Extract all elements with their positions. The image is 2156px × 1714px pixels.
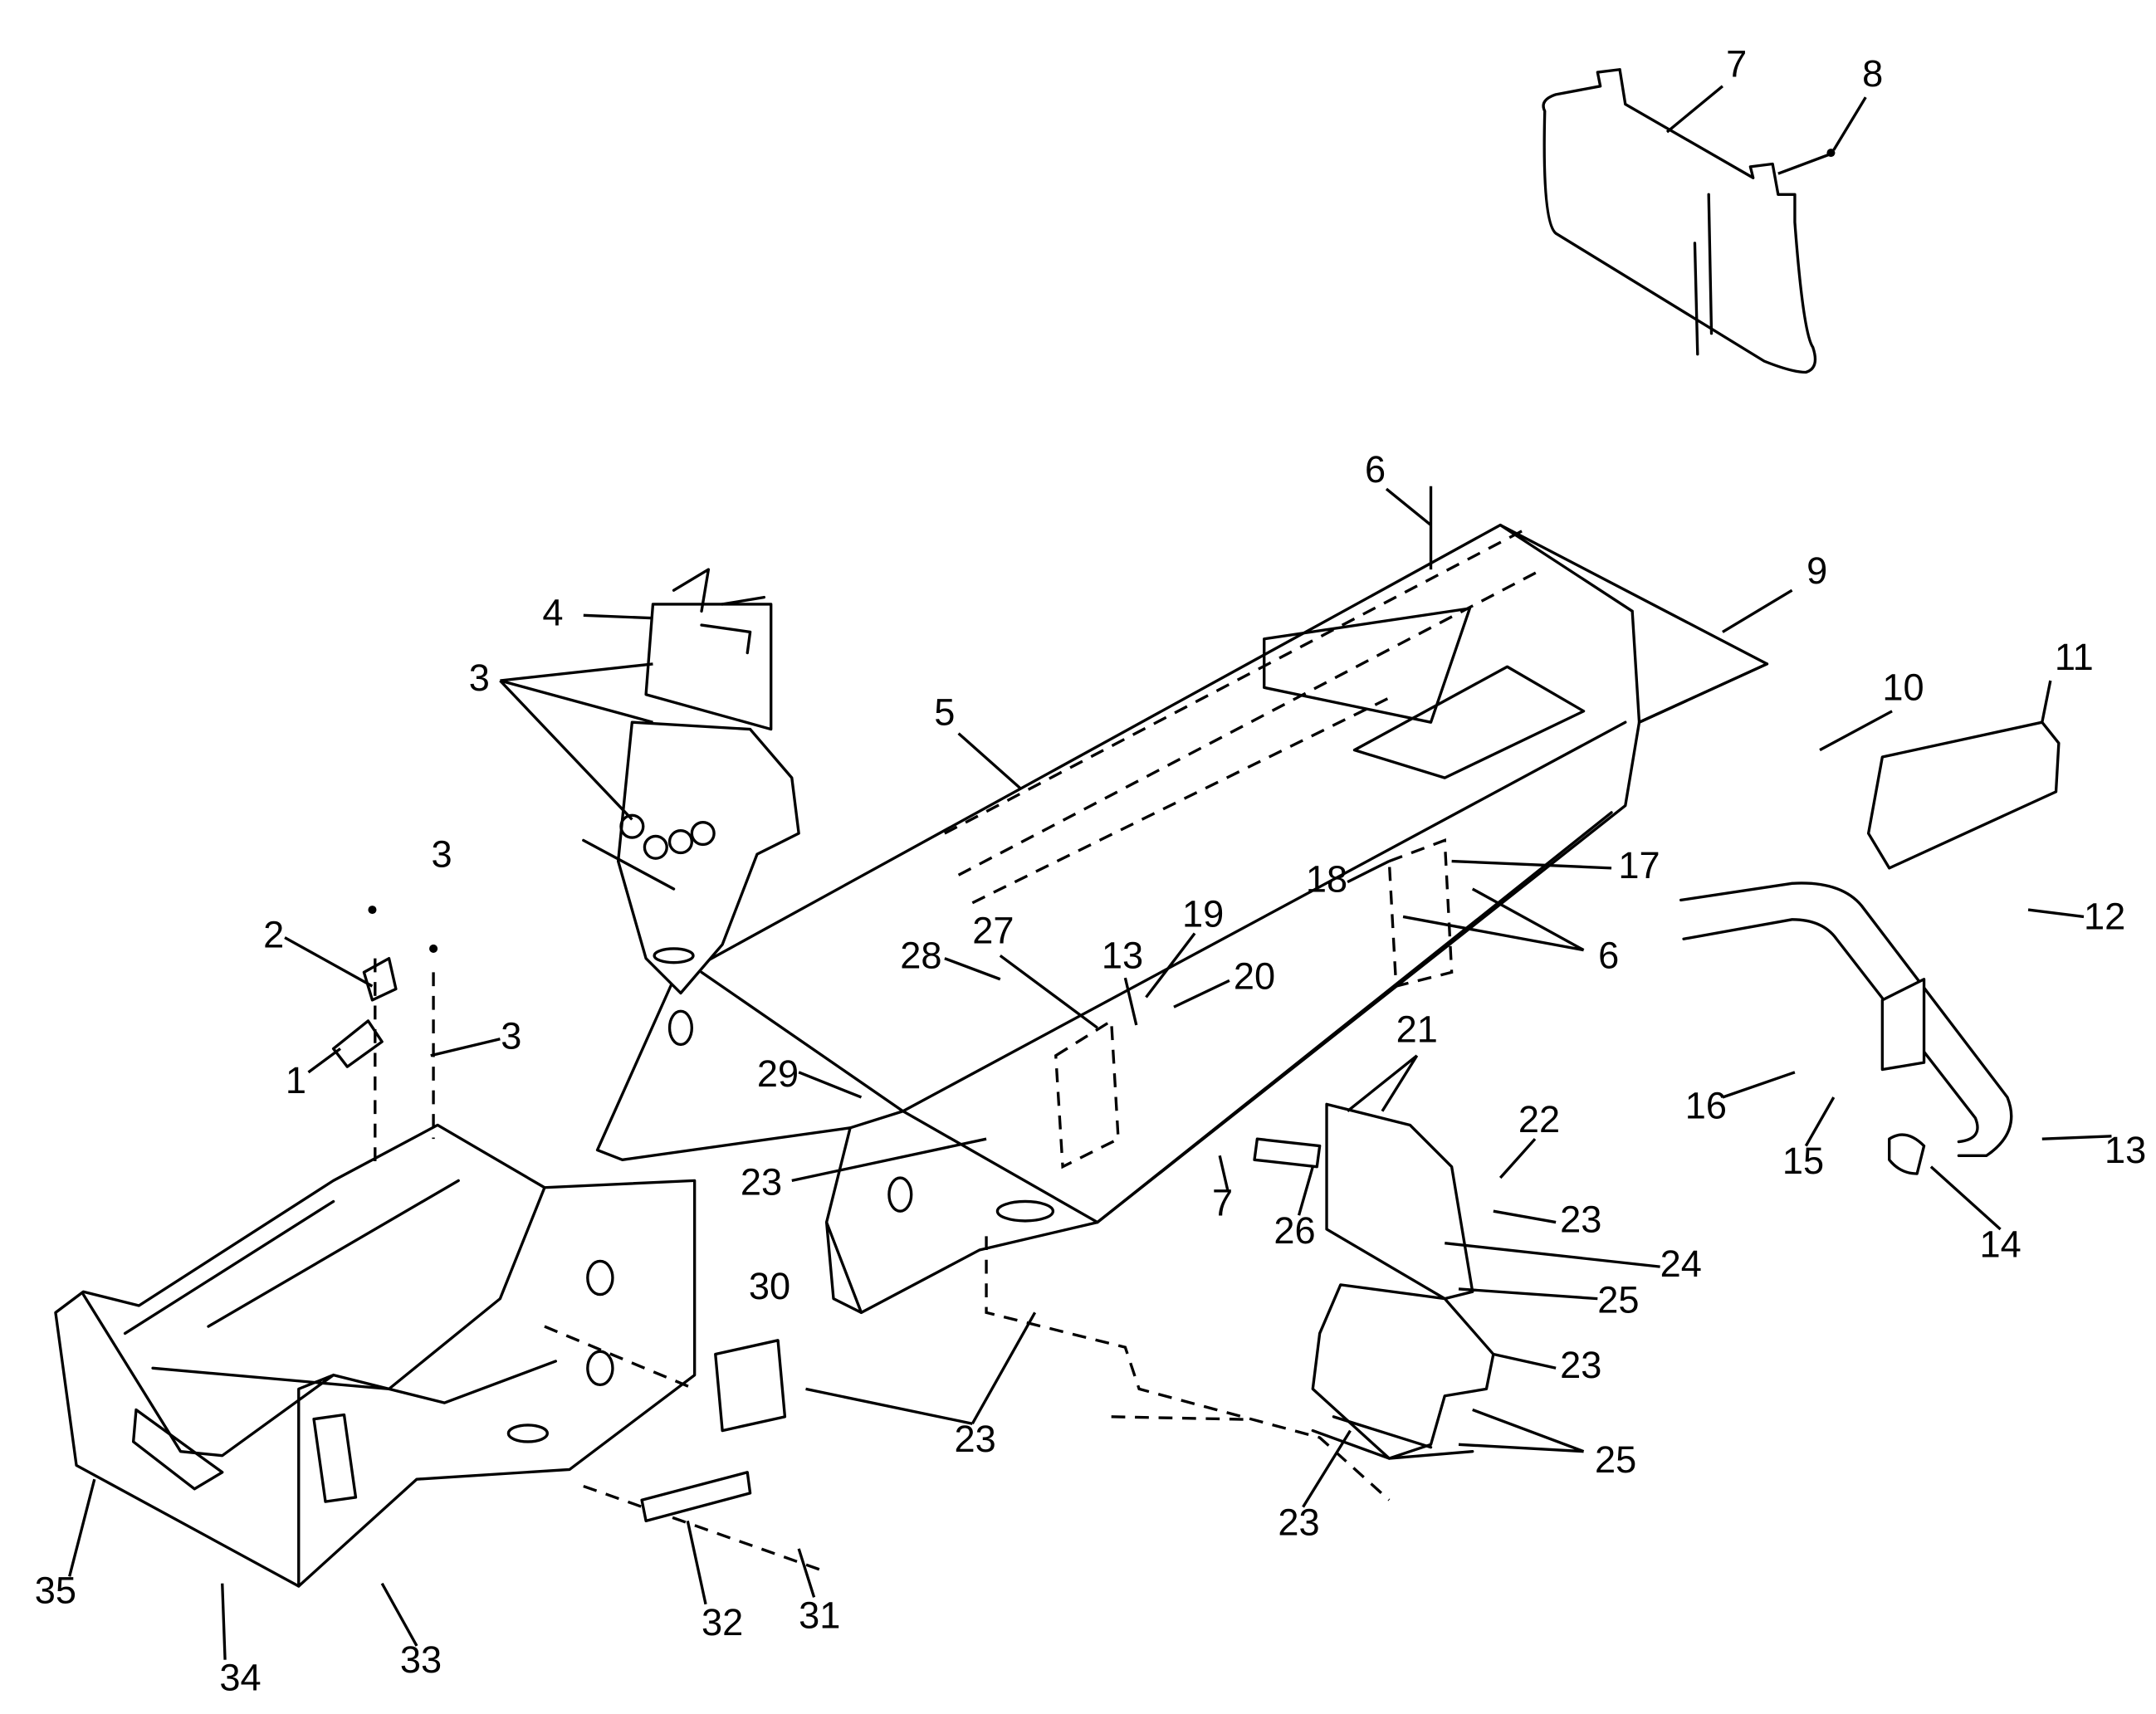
callout-25: 25 (1595, 1438, 1636, 1481)
callout-4: 4 (542, 591, 563, 633)
callout-19: 19 (1182, 892, 1224, 935)
callout-33: 33 (400, 1638, 442, 1681)
callout-20: 20 (1234, 955, 1275, 998)
callout-25: 25 (1597, 1279, 1639, 1321)
callout-23: 23 (1278, 1501, 1319, 1543)
callout-18: 18 (1306, 858, 1347, 901)
part-bracket-4 (644, 568, 773, 731)
callout-3: 3 (501, 1015, 521, 1057)
callout-3: 3 (469, 657, 490, 699)
part-rail-32 (640, 1471, 752, 1523)
part-bumper-13 (1679, 881, 2013, 1175)
callout-16: 16 (1685, 1084, 1727, 1126)
callout-23: 23 (741, 1160, 782, 1203)
part-bracket-22 (1253, 1102, 1474, 1301)
part-tunnel-5 (595, 523, 1769, 1315)
part-shield-11 (1866, 720, 2061, 870)
callout-8: 8 (1862, 52, 1883, 95)
callout-30: 30 (749, 1265, 790, 1307)
callout-14: 14 (1979, 1223, 2021, 1266)
callout-23: 23 (1560, 1199, 1601, 1241)
callout-27: 27 (972, 909, 1014, 951)
part-plate-30 (714, 1339, 787, 1433)
leader-lines (68, 85, 2112, 1660)
callout-1: 1 (286, 1059, 306, 1101)
callout-12: 12 (2084, 896, 2125, 938)
callout-labels: 7 8 6 9 4 3 5 10 11 17 3 18 6 12 2 28 27… (35, 42, 2146, 1698)
part-panel-7 (1542, 68, 1836, 374)
assembly-guides (374, 958, 1391, 1502)
callout-7: 7 (1726, 42, 1747, 85)
callout-3: 3 (432, 833, 452, 875)
callout-9: 9 (1806, 549, 1827, 592)
callout-13: 13 (1102, 935, 1143, 977)
callout-6: 6 (1365, 448, 1386, 491)
part-heat-shield-25 (1311, 1283, 1495, 1460)
callout-21: 21 (1396, 1008, 1438, 1050)
part-front-chassis-35 (54, 1123, 820, 1588)
callout-32: 32 (702, 1601, 743, 1643)
part-heat-shield-3 (582, 720, 800, 995)
callout-7: 7 (1212, 1181, 1233, 1223)
callout-5: 5 (934, 691, 955, 734)
callout-34: 34 (219, 1657, 261, 1699)
callout-35: 35 (35, 1569, 76, 1611)
callout-22: 22 (1518, 1098, 1560, 1140)
callout-6: 6 (1598, 935, 1619, 977)
callout-23: 23 (955, 1418, 996, 1460)
callout-29: 29 (757, 1052, 799, 1095)
callout-23: 23 (1560, 1344, 1601, 1386)
callout-31: 31 (799, 1594, 840, 1636)
callout-13: 13 (2105, 1129, 2146, 1171)
callout-10: 10 (1882, 667, 1924, 709)
callout-15: 15 (1782, 1140, 1824, 1182)
part-mounts-1-2 (331, 906, 438, 1068)
callout-28: 28 (900, 935, 941, 977)
callout-26: 26 (1274, 1209, 1315, 1252)
callout-2: 2 (263, 913, 284, 955)
callout-11: 11 (2055, 636, 2094, 678)
callout-17: 17 (1618, 844, 1660, 886)
callout-24: 24 (1660, 1243, 1702, 1285)
